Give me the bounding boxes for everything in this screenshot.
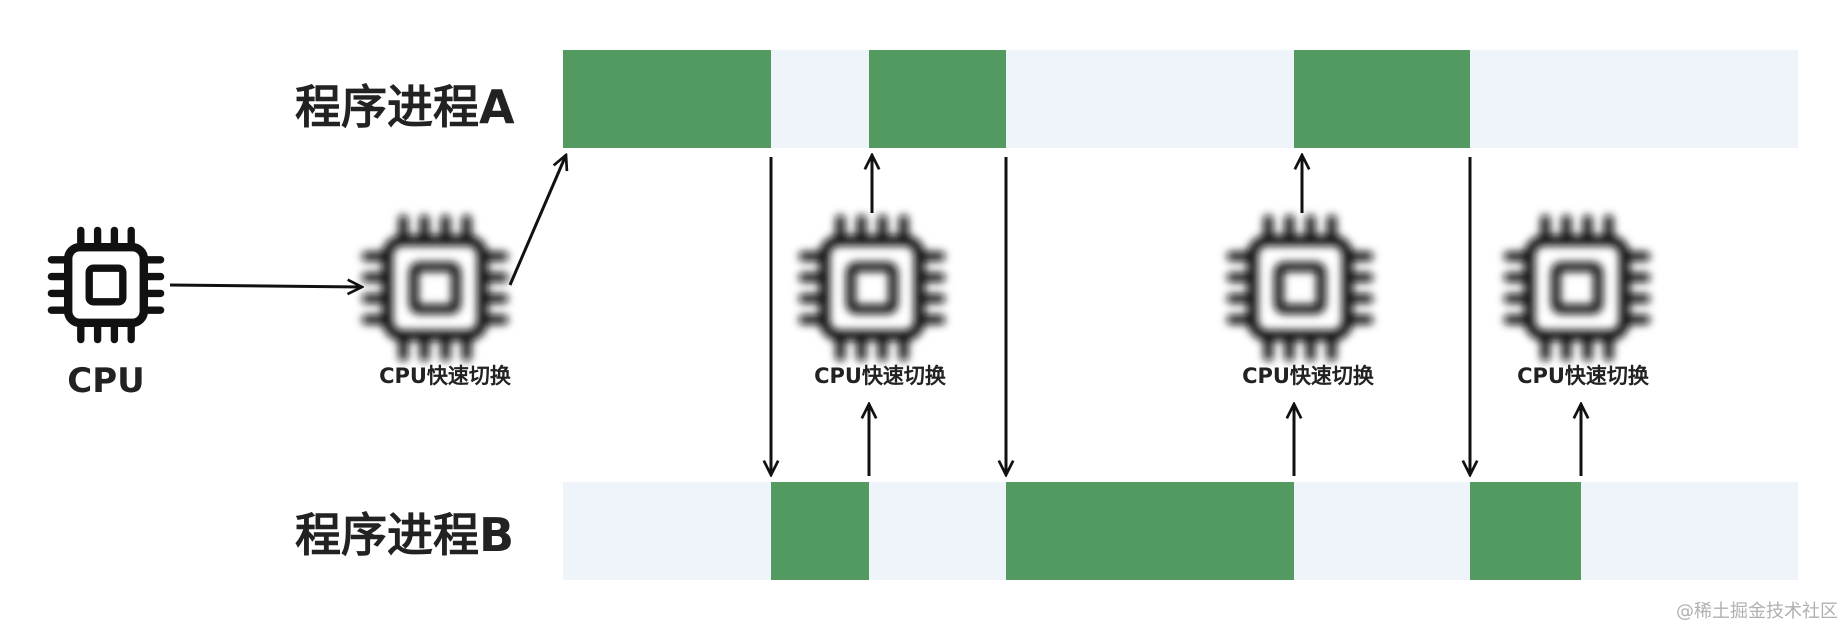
switch-label: CPU快速切换	[814, 364, 947, 388]
switch-chip-icon	[366, 219, 503, 356]
switch-label: CPU快速切换	[1242, 364, 1375, 388]
timeline-b-active-segment	[1006, 482, 1294, 580]
timeline-a-active-segment	[869, 50, 1006, 148]
timeline-a-active-segment	[1294, 50, 1470, 148]
watermark: @稀土掘金技术社区	[1676, 601, 1838, 622]
timeline-a-active-segment	[563, 50, 771, 148]
switch-chip-icon	[1508, 219, 1645, 356]
process-b-label: 程序进程B	[295, 508, 514, 562]
timeline-process-b	[563, 482, 1798, 580]
cpu-chip-icon	[51, 230, 160, 339]
arrow-switch-to-process-a	[508, 155, 566, 286]
switch-label: CPU快速切换	[1517, 364, 1650, 388]
timeline-process-a	[563, 50, 1798, 148]
switch-chip-icon	[803, 219, 940, 356]
arrow-cpu-to-switch	[169, 285, 362, 287]
switch-chip-icon	[1231, 219, 1368, 356]
timeline-b-active-segment	[1470, 482, 1581, 580]
timeline-b-active-segment	[771, 482, 869, 580]
switch-label: CPU快速切换	[379, 364, 512, 388]
process-a-label: 程序进程A	[295, 80, 515, 134]
cpu-label: CPU	[67, 361, 144, 401]
